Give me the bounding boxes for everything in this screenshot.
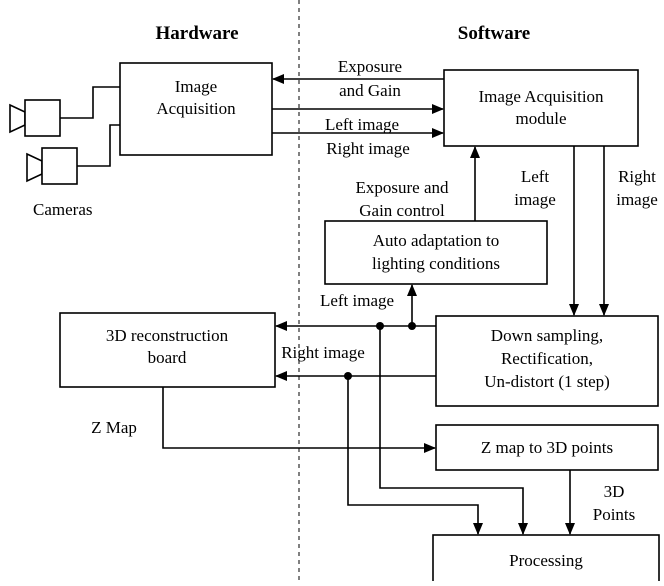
edge-label: Left bbox=[521, 167, 550, 186]
edge-label: image bbox=[514, 190, 556, 209]
image-acquisition-module-box: Image Acquisition module bbox=[443, 69, 639, 147]
box-label: Un-distort (1 step) bbox=[484, 372, 610, 391]
box-label: Image bbox=[175, 77, 217, 96]
right-image-to-processing-arrow bbox=[347, 376, 483, 535]
edge-label: image bbox=[616, 190, 658, 209]
camera-icon bbox=[26, 147, 78, 185]
box-label: Z map to 3D points bbox=[481, 438, 613, 457]
software-header: Software bbox=[458, 23, 530, 44]
box-label: Down sampling, bbox=[491, 326, 603, 345]
box-label: Image Acquisition bbox=[478, 87, 604, 106]
edge-label: Left image bbox=[320, 291, 394, 310]
edge-label: Z Map bbox=[91, 418, 137, 437]
edge-label: and Gain bbox=[339, 81, 401, 100]
edge-label: Exposure bbox=[338, 57, 402, 76]
box-label: Auto adaptation to bbox=[373, 231, 500, 250]
image-acquisition-hw-box: Image Acquisition bbox=[119, 62, 273, 156]
camera-link bbox=[77, 124, 120, 167]
box-label: board bbox=[148, 348, 187, 367]
edge-label: Exposure and bbox=[355, 178, 449, 197]
edge-label: Points bbox=[593, 505, 636, 524]
zmap-arrow bbox=[162, 387, 436, 453]
box-label: module bbox=[516, 109, 567, 128]
edge-label: Left image bbox=[325, 115, 399, 134]
box-label: Acquisition bbox=[156, 99, 236, 118]
box-label: lighting conditions bbox=[372, 254, 500, 273]
edge-label: Right image bbox=[281, 343, 365, 362]
camera-link bbox=[60, 86, 120, 119]
zmap-to-points-box: Z map to 3D points bbox=[435, 424, 659, 471]
camera-icon bbox=[9, 99, 61, 137]
hardware-header: Hardware bbox=[155, 23, 238, 44]
left-image-to-processing-arrow bbox=[379, 326, 528, 535]
reconstruction-board-box: 3D reconstruction board bbox=[59, 312, 276, 388]
edge-label: Gain control bbox=[359, 201, 445, 220]
processing-box: Processing bbox=[432, 534, 660, 586]
cameras-label: Cameras bbox=[33, 200, 92, 219]
auto-adaptation-box: Auto adaptation to lighting conditions bbox=[324, 220, 548, 285]
box-label: Processing bbox=[509, 551, 583, 570]
box-label: Rectification, bbox=[501, 349, 593, 368]
edge-label: Right image bbox=[326, 139, 410, 158]
edge-label: 3D bbox=[604, 482, 625, 501]
down-sampling-box: Down sampling, Rectification, Un-distort… bbox=[435, 315, 659, 407]
box-label: 3D reconstruction bbox=[106, 326, 229, 345]
edge-label: Right bbox=[618, 167, 656, 186]
